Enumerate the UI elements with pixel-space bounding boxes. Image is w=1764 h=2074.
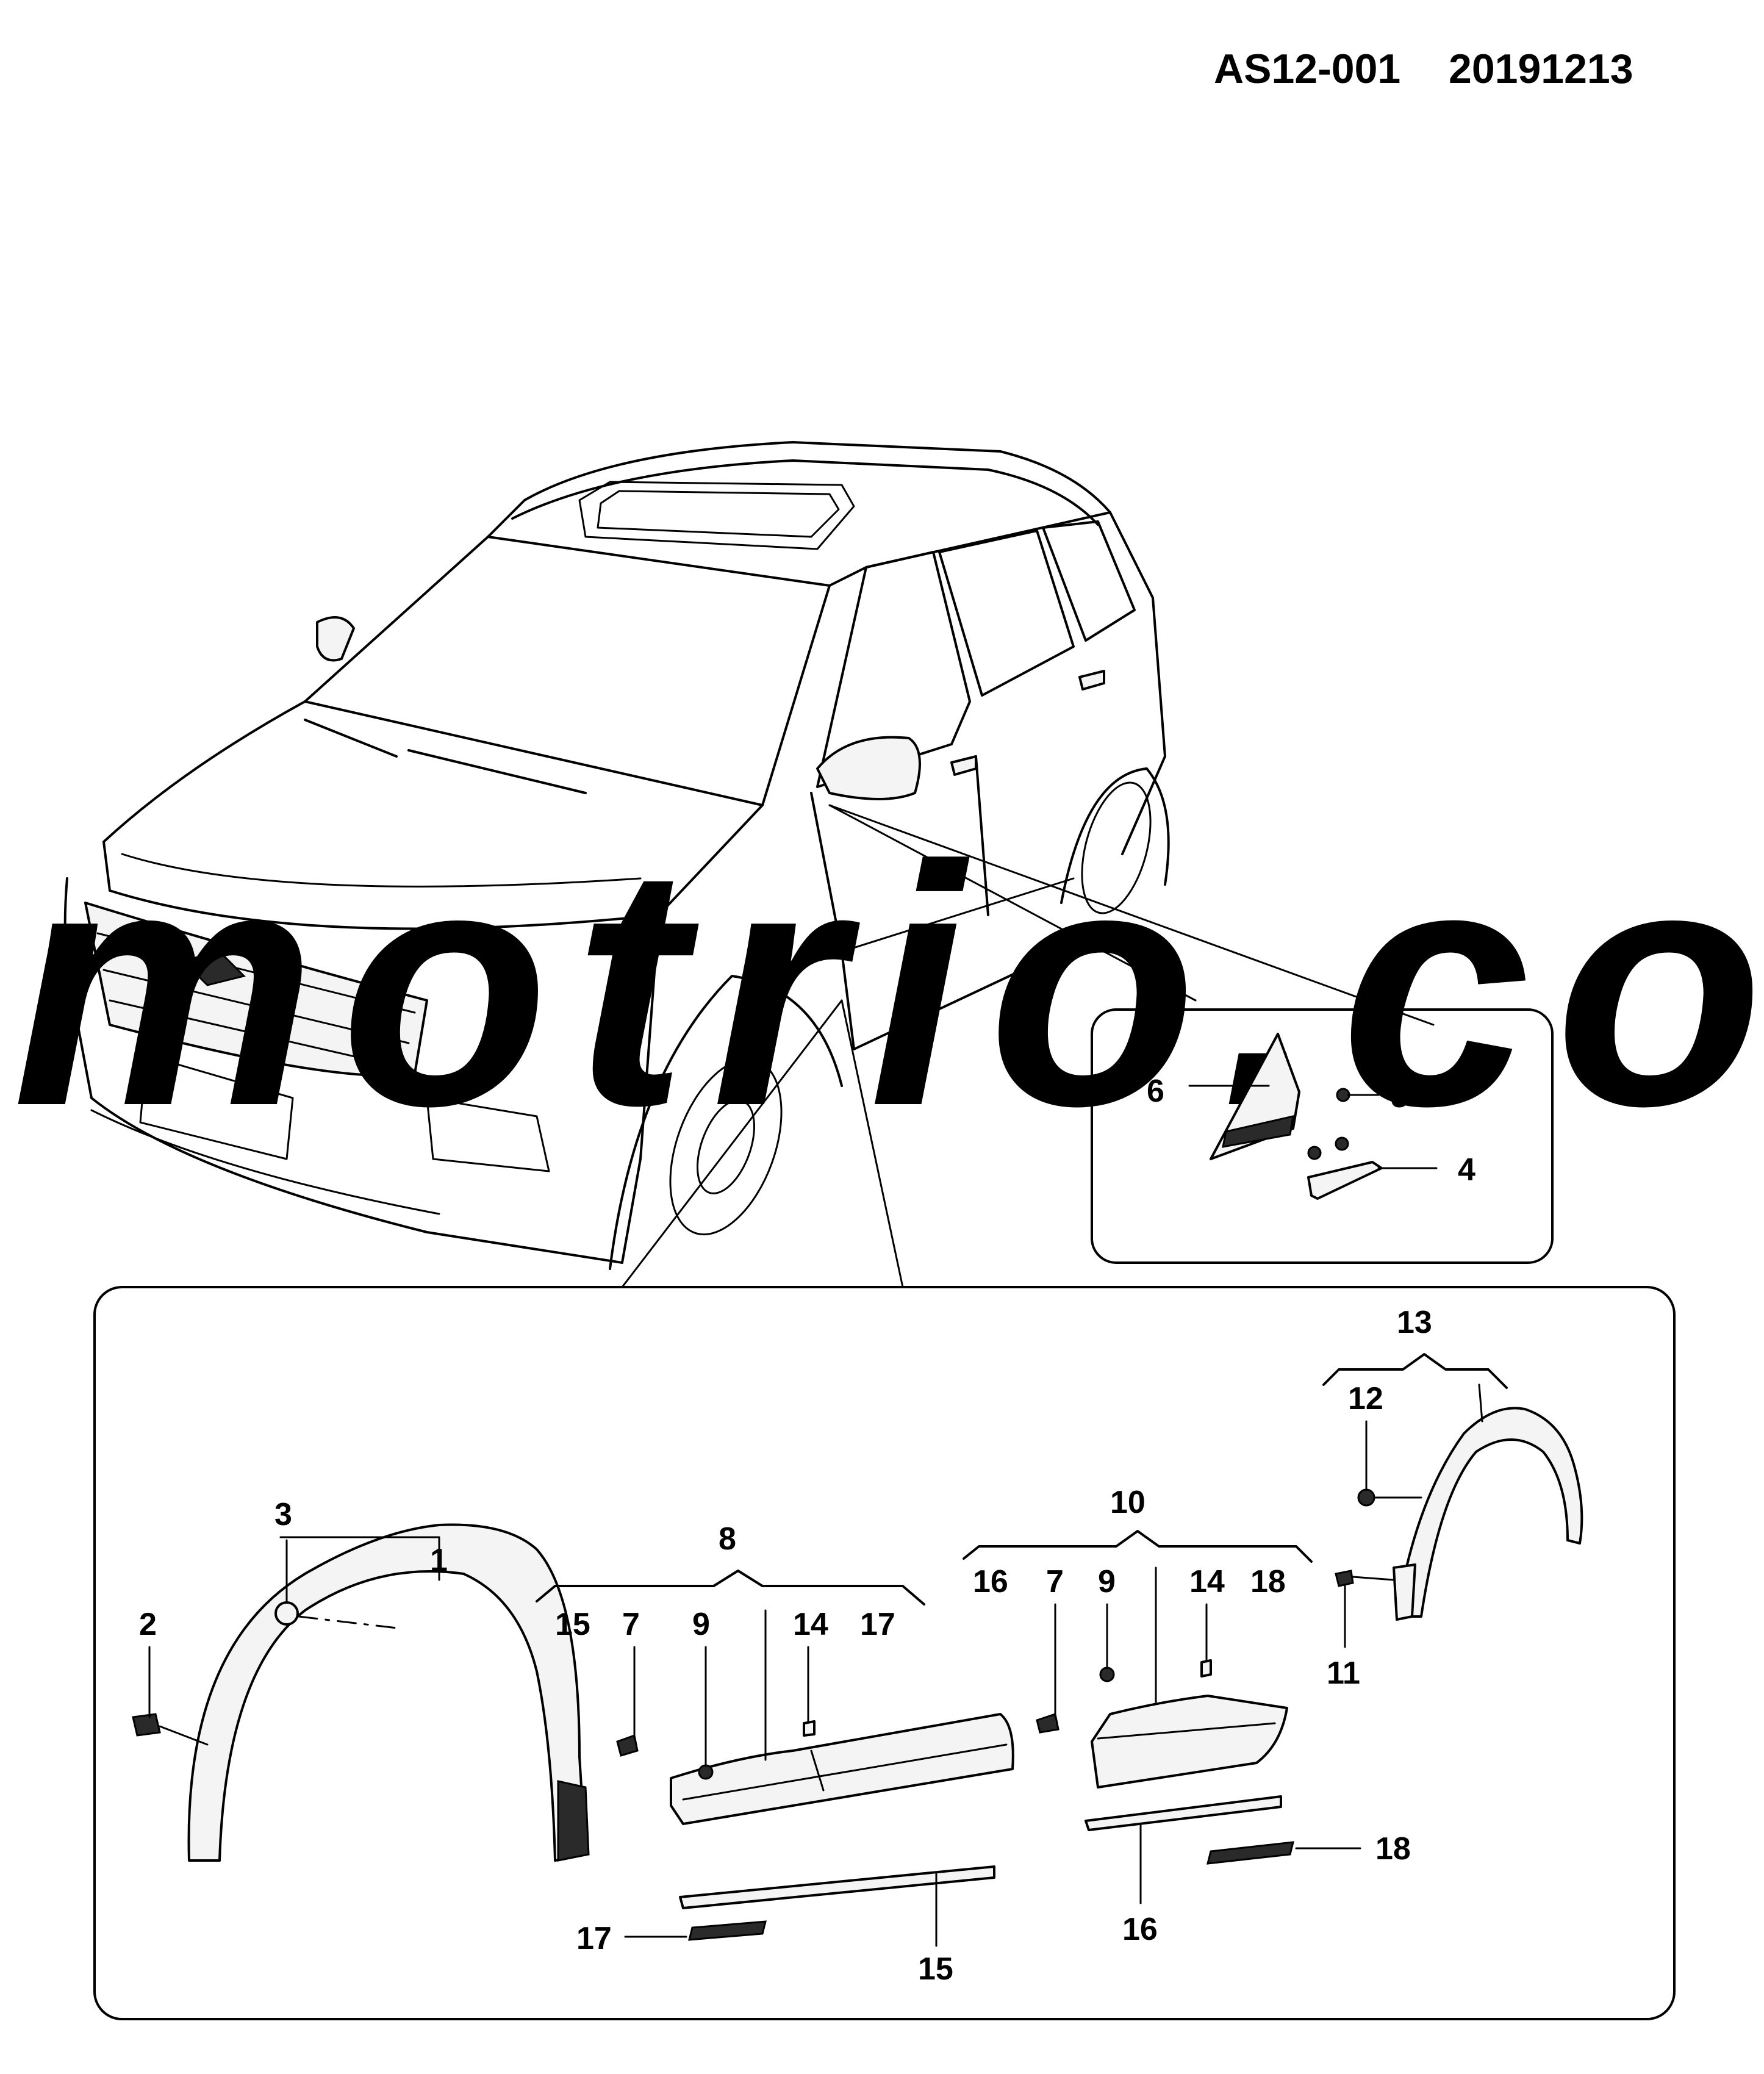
callout-16-bottom: 16: [1122, 1912, 1158, 1947]
callout-16-top: 16: [973, 1564, 1008, 1599]
vehicle-illustration: [63, 441, 1435, 1288]
callout-6: 6: [1147, 1074, 1164, 1109]
callout-17-top: 17: [860, 1607, 895, 1642]
part-16-rear-lower-strip: [1085, 1795, 1282, 1831]
callout-18-top: 18: [1250, 1564, 1286, 1599]
callout-7-front: 7: [622, 1607, 640, 1642]
detail-box-body-side: 1 2 3 8 15 7 9 14 17 15: [93, 1286, 1676, 2020]
callout-12: 12: [1348, 1381, 1383, 1416]
detail-box-a-pillar: 6 5 4: [1091, 1008, 1554, 1264]
part-17-emblem: [688, 1920, 767, 1941]
part-8-front-door-molding: [670, 1713, 1014, 1825]
callout-14-front: 14: [793, 1607, 828, 1642]
callout-15-top: 15: [555, 1607, 590, 1642]
part-18-emblem: [1206, 1841, 1294, 1865]
detail-frame: [1091, 1008, 1554, 1264]
callout-11: 11: [1327, 1656, 1360, 1691]
callout-14-rear: 14: [1189, 1564, 1225, 1599]
callout-17-bottom: 17: [576, 1921, 612, 1956]
callout-2: 2: [139, 1607, 157, 1642]
part-12-clip: [1357, 1488, 1375, 1507]
part-11-clip: [1335, 1570, 1354, 1587]
detail-frame-large: [93, 1286, 1676, 2020]
watermark: motrio.com: [12, 795, 1764, 1177]
callout-5: 5: [1391, 1079, 1408, 1114]
callout-4: 4: [1458, 1152, 1475, 1188]
callout-13: 13: [1397, 1305, 1432, 1340]
callout-9-front: 9: [692, 1607, 710, 1642]
document-date: 20191213: [1449, 46, 1633, 92]
callout-15-bottom: 15: [918, 1951, 953, 1987]
callout-18-bottom: 18: [1375, 1831, 1411, 1867]
part-3-clip: [274, 1601, 299, 1626]
callout-9-rear: 9: [1098, 1564, 1116, 1599]
callout-7-rear: 7: [1046, 1564, 1064, 1599]
part-4-molding: [1307, 1161, 1383, 1200]
part-10-rear-door-molding: [1091, 1695, 1288, 1789]
part-15-front-lower-strip: [679, 1865, 995, 1909]
document-code: AS12-001: [1214, 46, 1400, 92]
callout-3: 3: [274, 1497, 292, 1532]
part-1-front-wheel-arch: [187, 1523, 587, 1862]
part-2-clip: [132, 1713, 161, 1737]
callout-8: 8: [719, 1521, 736, 1557]
part-13-rear-wheel-arch: [1396, 1407, 1583, 1618]
callout-10: 10: [1110, 1485, 1146, 1520]
